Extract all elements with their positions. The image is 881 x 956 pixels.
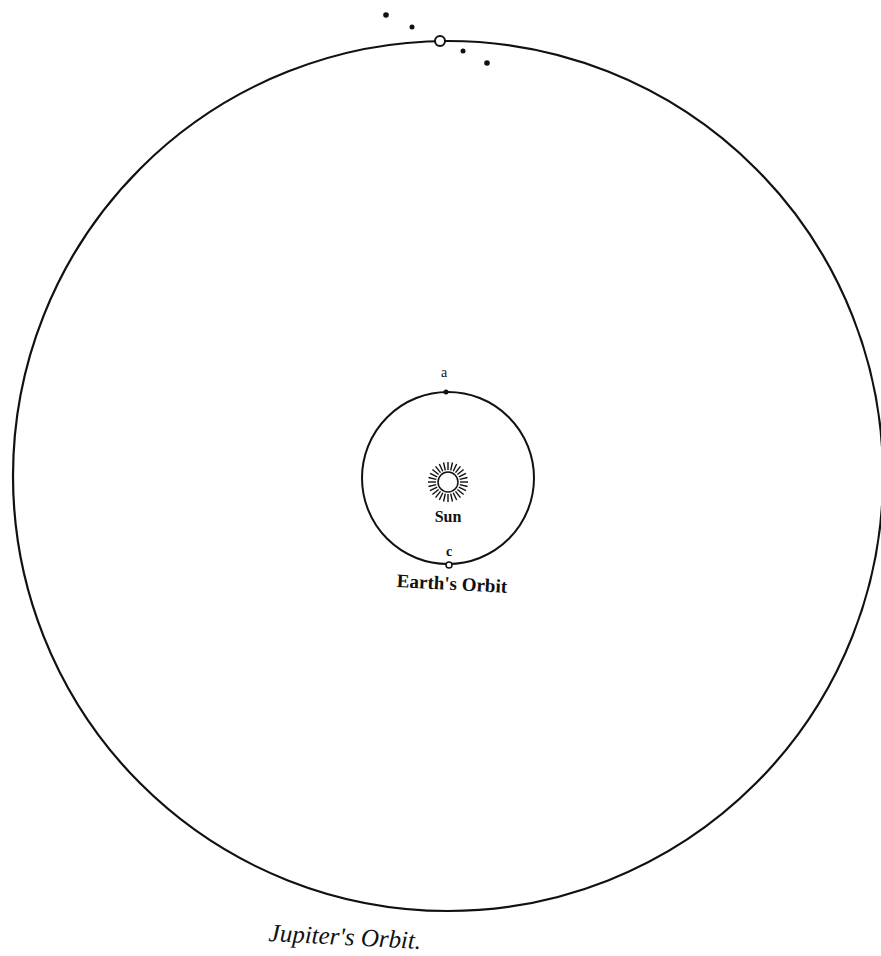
sun-ray xyxy=(460,478,468,480)
position-letter: c xyxy=(446,545,452,559)
sun-ray xyxy=(451,463,453,471)
sun-ray xyxy=(429,485,437,487)
sun-ray xyxy=(457,470,463,475)
sun-ray xyxy=(460,485,468,487)
earth-orbit xyxy=(362,392,534,564)
sun-ray xyxy=(432,489,438,494)
sun-ray xyxy=(459,487,466,490)
sun-symbol xyxy=(428,462,468,502)
sun-ray xyxy=(439,464,442,471)
sun-ray xyxy=(430,487,437,490)
sun-ray xyxy=(428,481,436,482)
sun-ray xyxy=(455,491,460,497)
jupiter-orbit xyxy=(13,41,881,911)
orbit-label: Jupiter's Orbit. xyxy=(268,920,422,953)
sun-ray xyxy=(432,470,438,475)
sun-ray xyxy=(444,463,446,471)
sun-ray xyxy=(444,494,446,502)
sun-ray xyxy=(451,494,453,502)
moon-dot xyxy=(461,49,466,54)
moon-dot xyxy=(410,25,415,30)
position-letter: a xyxy=(441,366,447,380)
moon-dot xyxy=(383,12,389,18)
orbit-label: Earth's Orbit xyxy=(396,571,507,596)
sun-ray xyxy=(447,462,448,470)
sun-ray xyxy=(459,473,466,476)
sun-ray xyxy=(460,481,468,482)
earth-position xyxy=(444,390,449,395)
sun-ray xyxy=(429,478,437,480)
sun-ray xyxy=(439,493,442,500)
sun-label: Sun xyxy=(435,509,462,525)
sun-ray xyxy=(447,494,448,502)
sun-ray xyxy=(436,466,441,472)
sun-ray xyxy=(430,473,437,476)
sun-ray xyxy=(457,489,463,494)
sun-ray xyxy=(455,466,460,472)
earth-position xyxy=(446,562,452,568)
moon-dot xyxy=(484,60,490,66)
jupiter-planet xyxy=(435,36,445,46)
sun-ray xyxy=(453,493,456,500)
sun-ray xyxy=(453,464,456,471)
sun-ray xyxy=(436,491,441,497)
sun-disc xyxy=(438,472,458,492)
